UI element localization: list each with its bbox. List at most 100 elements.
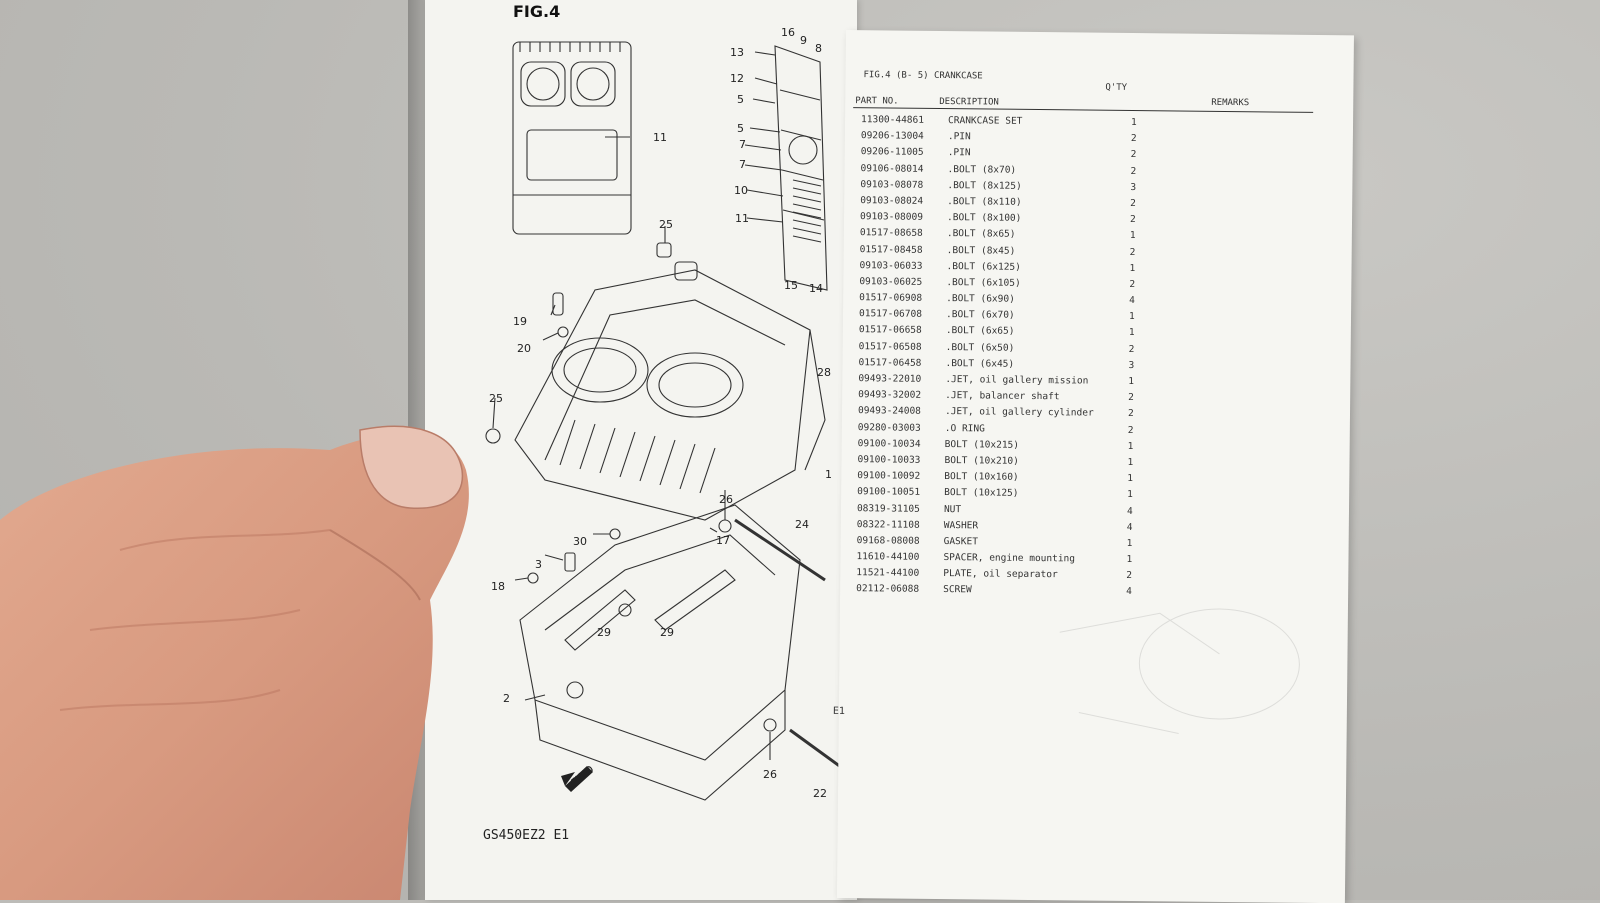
description-cell: .PIN (947, 147, 971, 159)
part-20-o-ring (557, 326, 569, 338)
description-cell: .BOLT (6x45) (945, 357, 1015, 370)
part-25-nut (656, 242, 672, 258)
callout-3: 3 (535, 558, 542, 571)
section-title: FIG.4 (B- 5) CRANKCASE (863, 70, 983, 82)
callout-29: 29 (597, 626, 611, 639)
callout-10: 10 (734, 184, 748, 197)
description-cell: GASKET (943, 535, 979, 548)
right-page: FIG.4 (B- 5) CRANKCASE Q'TY PART NO. DES… (833, 30, 1354, 903)
callout-26: 26 (719, 493, 733, 506)
description-cell: .O RING (944, 422, 985, 435)
description-cell: BOLT (10x210) (944, 454, 1019, 467)
part-number-cell: 09100-10033 (857, 454, 921, 466)
quantity-cell: 2 (1130, 197, 1136, 209)
part-number-cell: 01517-06908 (859, 292, 923, 304)
header-remarks: REMARKS (1211, 97, 1250, 109)
part-26-washer-lower (763, 718, 777, 732)
part-number-cell: 11300-44861 (861, 114, 925, 126)
header-part-no: PART NO. (855, 96, 899, 107)
description-cell: .BOLT (6x90) (946, 293, 1015, 305)
callout-14: 14 (809, 282, 823, 295)
upper-crankcase (514, 261, 826, 521)
callout-18: 18 (491, 580, 505, 593)
part-24-bolt (734, 518, 826, 582)
header-qty: Q'TY (1105, 82, 1128, 93)
quantity-cell: 2 (1128, 343, 1135, 355)
part-number-cell: 09206-13004 (860, 130, 924, 143)
part-number-cell: 09103-08078 (860, 178, 924, 191)
description-cell: CRANKCASE SET (947, 115, 1023, 127)
quantity-cell: 1 (1127, 489, 1133, 501)
callout-24: 24 (795, 518, 809, 531)
quantity-cell: 1 (1128, 311, 1135, 323)
description-cell: .BOLT (8x100) (946, 212, 1022, 224)
part-18-jet (527, 572, 539, 584)
description-cell: .BOLT (8x45) (946, 244, 1016, 257)
part-30-screw (609, 528, 621, 540)
left-page: FIG.4 (425, 0, 857, 900)
callout-2: 2 (503, 692, 510, 705)
callout-13: 13 (730, 46, 744, 59)
quantity-cell: 1 (1130, 116, 1137, 129)
crankcase-side-view (774, 45, 828, 291)
callout-22: 22 (813, 787, 827, 800)
part-number-cell: 09100-10051 (857, 486, 921, 499)
quantity-cell: 2 (1126, 570, 1133, 582)
figure-label: FIG.4 (513, 2, 561, 21)
quantity-cell: 3 (1128, 359, 1135, 371)
part-number-cell: 09280-03003 (857, 421, 921, 434)
description-cell: .BOLT (8x65) (946, 228, 1016, 241)
description-cell: .BOLT (6x105) (946, 276, 1021, 289)
description-cell: .BOLT (6x50) (945, 341, 1015, 354)
part-number-cell: 09106-08014 (860, 162, 924, 175)
description-cell: .JET, balancer shaft (945, 390, 1060, 403)
part-22-bolt (789, 728, 846, 772)
callout-11: 11 (653, 131, 667, 144)
part-number-cell: 11610-44100 (856, 551, 920, 563)
quantity-cell: 1 (1129, 262, 1136, 274)
description-cell: BOLT (10x125) (944, 487, 1019, 500)
description-cell: BOLT (10x215) (944, 438, 1020, 451)
part-number-cell: 01517-06708 (858, 308, 923, 321)
quantity-cell: 4 (1126, 521, 1133, 533)
part-number-cell: 01517-08458 (859, 243, 923, 256)
quantity-cell: 2 (1130, 133, 1137, 145)
crankcase-top-view (512, 41, 632, 235)
header-description: DESCRIPTION (939, 96, 999, 108)
part-number-cell: 01517-08658 (859, 227, 923, 240)
part-19-jet (552, 292, 564, 316)
quantity-cell: 2 (1129, 214, 1136, 226)
thumbnail (359, 425, 464, 509)
description-cell: BOLT (10x160) (944, 471, 1019, 483)
description-cell: .JET, oil gallery mission (945, 374, 1089, 387)
quantity-cell: 1 (1128, 375, 1135, 388)
quantity-cell: 2 (1128, 392, 1134, 404)
callout-19: 19 (513, 315, 527, 328)
callout-26b: 26 (763, 768, 777, 781)
part-number-cell: 09168-08008 (856, 535, 920, 547)
callout-7b: 7 (739, 158, 746, 171)
description-cell: WASHER (943, 519, 979, 532)
part-number-cell: 08322-11108 (856, 518, 920, 531)
description-cell: .BOLT (8x125) (947, 179, 1022, 192)
show-through-drawing (1059, 608, 1300, 735)
part-number-cell: 11521-44100 (856, 567, 920, 580)
callout-20: 20 (517, 342, 531, 355)
description-cell: NUT (943, 503, 962, 515)
part-number-cell: 09493-24008 (857, 405, 921, 418)
quantity-cell: 2 (1130, 165, 1137, 177)
quantity-cell: 1 (1127, 440, 1134, 452)
lower-crankcase (519, 504, 801, 801)
part-number-cell: 09103-06025 (859, 276, 923, 288)
description-cell: SCREW (943, 584, 972, 596)
description-cell: .BOLT (8x110) (947, 196, 1022, 208)
quantity-cell: 1 (1127, 456, 1134, 468)
crankcase-exploded-diagram: FWD 13 16 9 8 12 5 11 5 7 7 10 11 25 15 … (485, 26, 846, 801)
description-cell: SPACER, engine mounting (943, 552, 1076, 565)
description-cell: .BOLT (6x65) (945, 325, 1015, 338)
fwd-label: FWD (569, 763, 597, 789)
callout-15: 15 (784, 279, 798, 292)
part-number-cell: 09493-32002 (858, 389, 922, 401)
callout-30: 30 (573, 535, 587, 548)
callout-5: 5 (737, 93, 744, 106)
